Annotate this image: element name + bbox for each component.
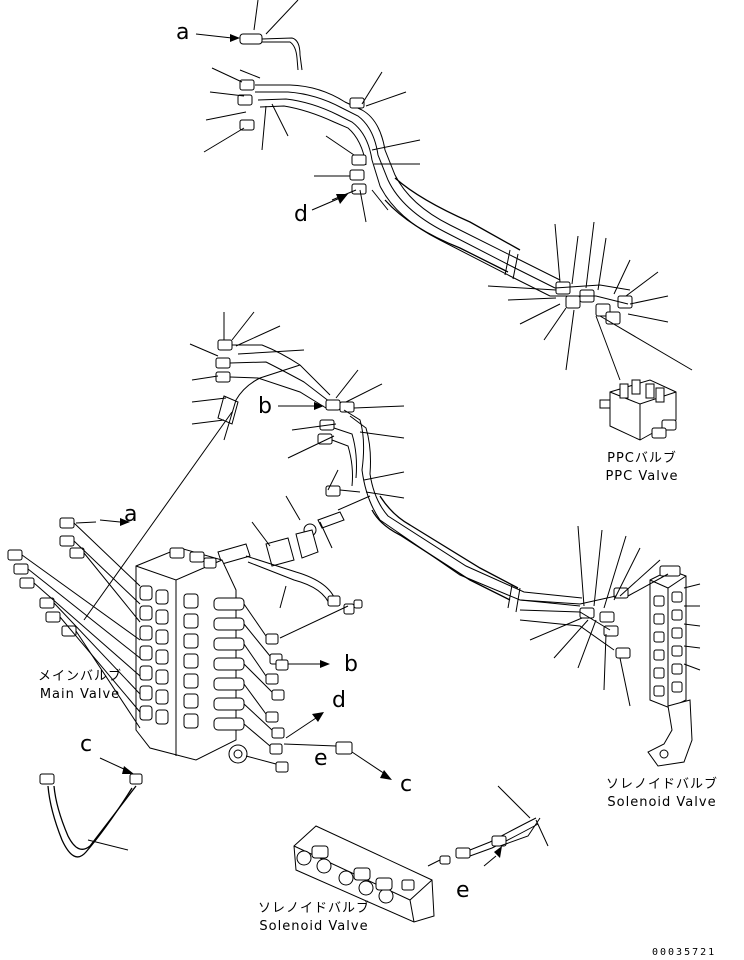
ppc-valve-drawing — [599, 379, 677, 441]
label-d-main: d — [332, 688, 346, 713]
main-valve-right-fittings — [243, 603, 392, 780]
clamp-parts — [217, 495, 371, 615]
hose-c — [39, 757, 143, 858]
label-a-top: a — [176, 20, 190, 45]
main-valve-drawing — [135, 547, 248, 764]
drawing-number: 00035721 — [652, 947, 717, 958]
right-solenoid-caption-jp: ソレノイドバルブ — [605, 777, 718, 792]
label-c-hose: c — [80, 732, 93, 757]
bottom-solenoid-caption-en: Solenoid Valve — [259, 919, 369, 934]
main-valve-left-fittings — [7, 517, 141, 729]
main-valve-caption-jp: メインバルブ — [37, 669, 122, 684]
bottom-solenoid-valve-drawing — [293, 785, 549, 923]
bottom-solenoid-caption-jp: ソレノイドバルブ — [257, 901, 370, 916]
middle-hose-bundle — [83, 311, 583, 621]
label-b-top: b — [258, 394, 272, 419]
label-e-main: e — [314, 746, 328, 771]
ppc-valve-caption-jp: PPCバルブ — [607, 451, 677, 466]
upper-hose-bundle — [203, 0, 693, 381]
right-solenoid-caption-en: Solenoid Valve — [607, 795, 717, 810]
label-c-main: c — [400, 772, 413, 797]
right-solenoid-valve-drawing — [519, 525, 701, 767]
reference-arrows — [195, 33, 348, 410]
main-valve-caption-en: Main Valve — [39, 687, 121, 702]
ppc-valve-caption-en: PPC Valve — [605, 469, 679, 484]
label-e-bottom: e — [456, 878, 470, 903]
label-a-main: a — [124, 502, 138, 527]
label-b-main: b — [344, 652, 358, 677]
label-d-top: d — [294, 202, 308, 227]
